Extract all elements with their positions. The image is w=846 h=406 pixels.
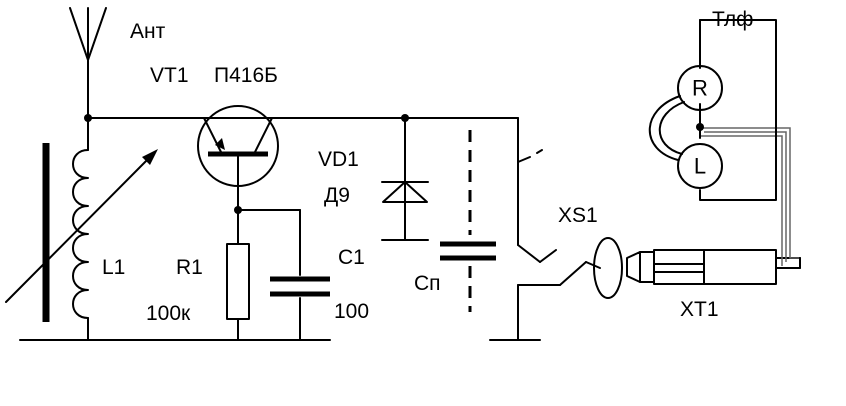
diode-vd1 (381, 117, 429, 241)
variable-cap-label: Сп (414, 272, 441, 295)
parasitic-capacitor-sp (440, 130, 496, 312)
capacitor-c1 (270, 209, 330, 341)
phones-label: Тлф (712, 8, 753, 31)
plug-ref-label: XT1 (680, 298, 719, 321)
resistor-ref-label: R1 (176, 256, 203, 279)
inductor-l1 (5, 117, 158, 341)
inductor-ref-label: L1 (102, 256, 125, 279)
earpiece-left-label: L (694, 154, 706, 179)
headband (648, 95, 685, 161)
antenna-label: Ант (130, 20, 166, 43)
resistor-value-label: 100к (146, 302, 191, 325)
headphone-cord (696, 19, 801, 269)
antenna-symbol (69, 7, 107, 119)
transistor-type-label: П416Б (214, 64, 278, 87)
diode-ref-label: VD1 (318, 148, 359, 171)
socket-ring (593, 237, 623, 299)
resistor-r1 (226, 209, 250, 341)
earpiece-right-label: R (692, 76, 708, 101)
earpiece-left: L (677, 143, 723, 189)
transistor-vt1 (197, 105, 279, 211)
tuning-arrow (5, 151, 156, 303)
earpiece-right: R (677, 65, 723, 111)
socket-xs1 (489, 117, 623, 341)
diode-type-label: Д9 (324, 184, 350, 207)
plug-xt1 (626, 249, 801, 285)
capacitor-ref-label: C1 (338, 246, 365, 269)
transistor-ref-label: VT1 (150, 64, 189, 87)
capacitor-value-label: 100 (334, 300, 369, 323)
socket-ref-label: XS1 (558, 204, 598, 227)
